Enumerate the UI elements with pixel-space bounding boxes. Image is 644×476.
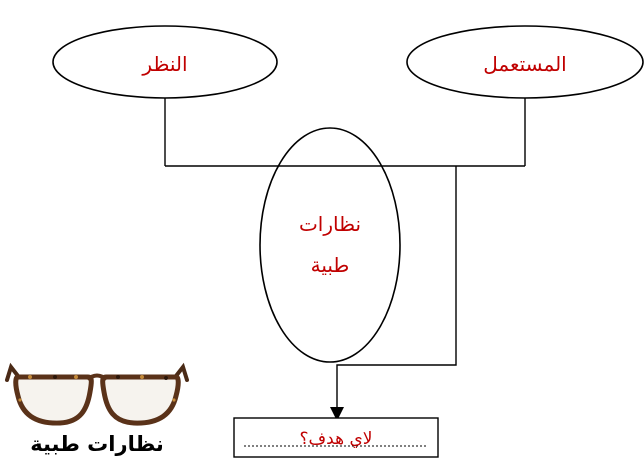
- goal-text: لاي هدف؟: [300, 429, 373, 449]
- glasses-ellipse: [259, 127, 401, 363]
- vision-ellipse: [52, 25, 278, 99]
- glasses-label-line2: طبية: [311, 253, 350, 277]
- image-caption: نظارات طبية: [30, 432, 164, 456]
- user-ellipse: [406, 25, 644, 99]
- goal-box: [233, 417, 439, 458]
- vision-label: النظر: [141, 52, 187, 76]
- eyeglasses-image: [5, 362, 189, 426]
- user-label: المستعمل: [483, 52, 566, 76]
- connector-to-goal: [330, 166, 457, 421]
- glasses-label-line1: نظارات: [299, 212, 361, 236]
